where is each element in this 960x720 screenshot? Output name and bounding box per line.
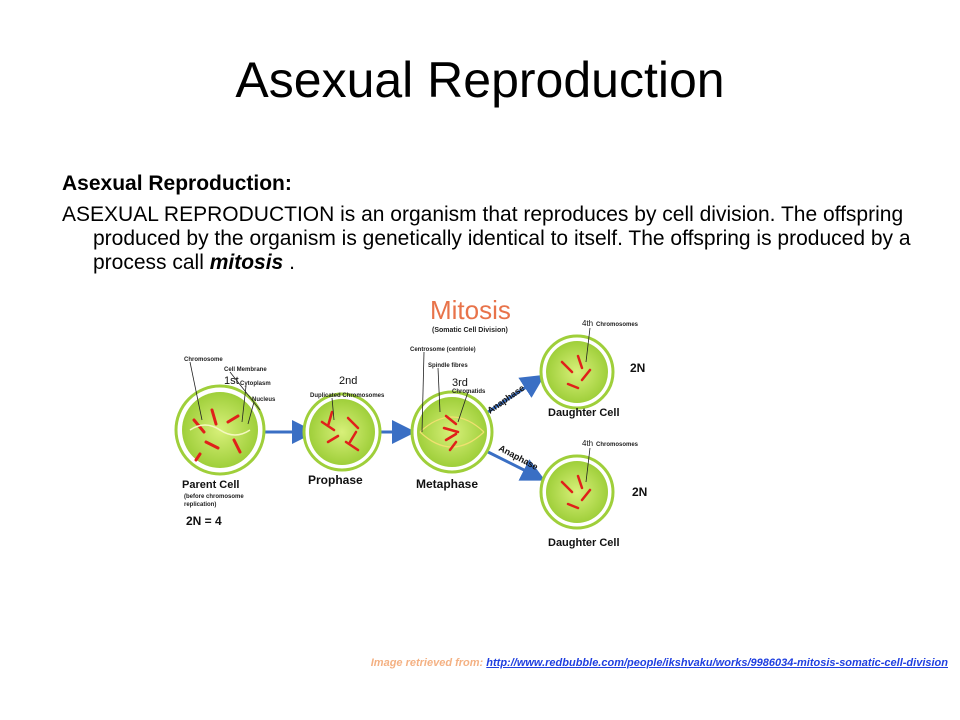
- pointer-chromatids: [457, 391, 469, 423]
- ploidy-parent: 2N = 4: [186, 514, 222, 528]
- label-cell-membrane: Cell Membrane: [224, 367, 267, 373]
- label-anaphase-top: Anaphase: [485, 383, 526, 416]
- label-spindle: Spindle fibres: [428, 363, 468, 369]
- arrow-metaphase-daughter-top: [487, 374, 546, 414]
- paragraph-text: ASEXUAL REPRODUCTION is an organism that…: [62, 203, 911, 274]
- mitosis-svg: Mitosis (Somatic Cell Division) Chromoso…: [174, 295, 647, 549]
- pointer-membrane: [229, 371, 261, 411]
- label-chromosomes-top: Chromosomes: [596, 322, 639, 328]
- label-first: 1st: [224, 375, 239, 387]
- caption-metaphase: Metaphase: [416, 477, 478, 491]
- label-third: 3rd: [452, 377, 468, 389]
- label-chromosome: Chromosome: [184, 357, 223, 363]
- diagram-subtitle: (Somatic Cell Division): [432, 327, 508, 334]
- mitosis-term: mitosis: [209, 251, 284, 274]
- label-centrosome: Centrosome (centriole): [410, 347, 476, 353]
- pointer-nucleus: [247, 401, 255, 425]
- pointer-chromosomes-bottom: [585, 447, 591, 483]
- caption-parent: Parent Cell: [182, 479, 239, 491]
- caption-parent-note-1: (before chromosome: [184, 494, 244, 500]
- label-chromosomes-bottom: Chromosomes: [596, 442, 639, 448]
- arrow-metaphase-daughter-bottom: [487, 450, 546, 481]
- label-fourth-top: 4th: [582, 319, 593, 328]
- label-duplicated: Duplicated Chromosomes: [310, 393, 385, 399]
- pointer-spindle: [437, 367, 441, 413]
- ploidy-daughter-top: 2N: [630, 361, 645, 375]
- label-second: 2nd: [339, 375, 357, 387]
- ploidy-daughter-bottom: 2N: [632, 485, 647, 499]
- label-nucleus: Nucleus: [252, 397, 276, 403]
- definition-paragraph: ASEXUAL REPRODUCTION is an organism that…: [62, 203, 922, 275]
- pointer-duplicated: [331, 397, 335, 421]
- pointer-cytoplasm: [241, 385, 247, 423]
- caption-parent-note-2: replication): [184, 502, 216, 508]
- caption-prophase: Prophase: [308, 473, 363, 487]
- caption-daughter-top: Daughter Cell: [548, 407, 620, 419]
- pointer-centrosome: [421, 351, 425, 433]
- prophase-cell: [302, 392, 382, 472]
- mitosis-diagram: Mitosis (Somatic Cell Division) Chromoso…: [172, 292, 682, 552]
- diagram-title: Mitosis: [430, 295, 511, 325]
- parent-cell: [174, 384, 266, 476]
- daughter-cell-bottom: [539, 454, 615, 530]
- label-chromatids: Chromatids: [452, 389, 486, 395]
- caption-daughter-bottom: Daughter Cell: [548, 537, 620, 549]
- daughter-cell-top: [539, 334, 615, 410]
- label-fourth-bottom: 4th: [582, 439, 593, 448]
- body-text: Asexual Reproduction: ASEXUAL REPRODUCTI…: [62, 172, 922, 275]
- label-cytoplasm: Cytoplasm: [240, 381, 271, 387]
- subheading: Asexual Reproduction:: [62, 172, 292, 195]
- image-citation: Image retrieved from: http://www.redbubb…: [371, 657, 948, 669]
- pointer-chromosomes-top: [585, 327, 591, 363]
- slide-title: Asexual Reproduction: [235, 52, 725, 108]
- citation-prefix: Image retrieved from:: [370, 657, 487, 669]
- citation-link[interactable]: http://www.redbubble.com/people/ikshvaku…: [486, 657, 948, 669]
- metaphase-cell: [410, 390, 494, 474]
- paragraph-end: .: [283, 251, 295, 274]
- pointer-chromosome: [189, 361, 203, 421]
